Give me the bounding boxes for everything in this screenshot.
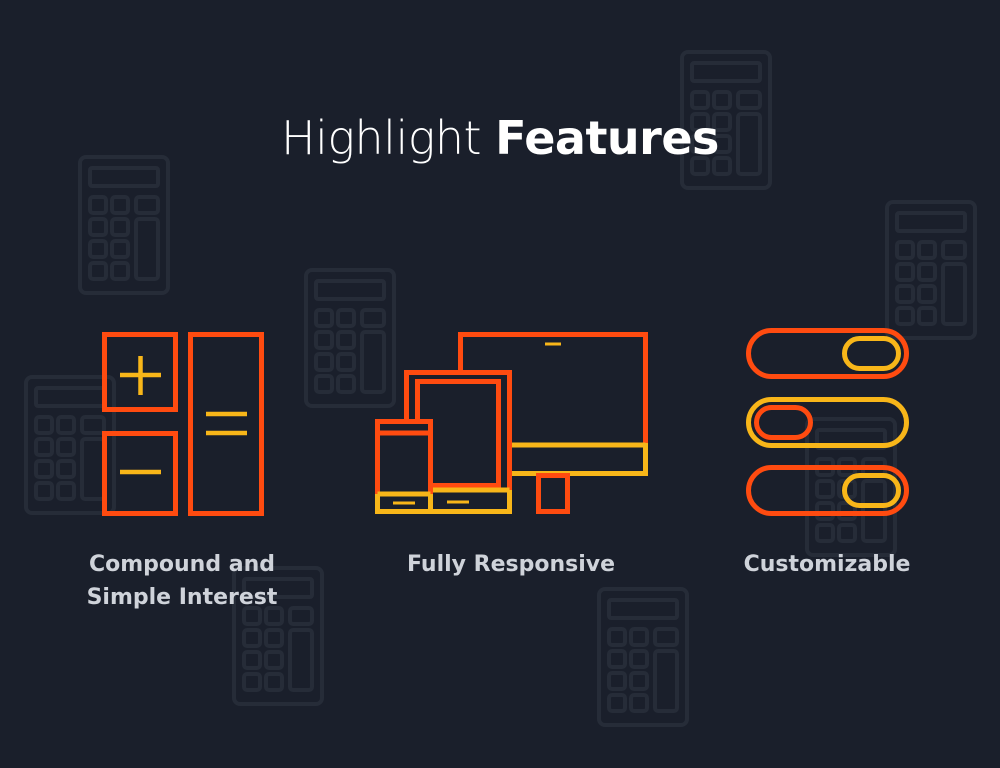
feature-label-line: Customizable	[743, 552, 911, 577]
feature-label-line: Fully Responsive	[406, 552, 616, 577]
calculator-plus-minus-equals-icon	[22, 325, 342, 520]
page-title-light: Highlight	[281, 111, 482, 165]
toggle-switches-icon	[667, 325, 987, 520]
feature-label-line: Compound and	[88, 552, 276, 577]
feature-fully-responsive: Fully Responsive	[351, 0, 671, 768]
feature-customizable: Customizable	[667, 0, 987, 768]
feature-label: Compound and Simple Interest	[22, 548, 342, 614]
feature-label: Fully Responsive	[351, 548, 671, 581]
feature-label: Customizable	[667, 548, 987, 581]
page-title-bold: Features	[495, 111, 719, 165]
feature-compound-interest: Compound and Simple Interest	[22, 0, 342, 768]
page-title: Highlight Features	[0, 108, 1000, 168]
responsive-devices-icon	[351, 325, 671, 520]
feature-label-line: Simple Interest	[86, 585, 278, 610]
